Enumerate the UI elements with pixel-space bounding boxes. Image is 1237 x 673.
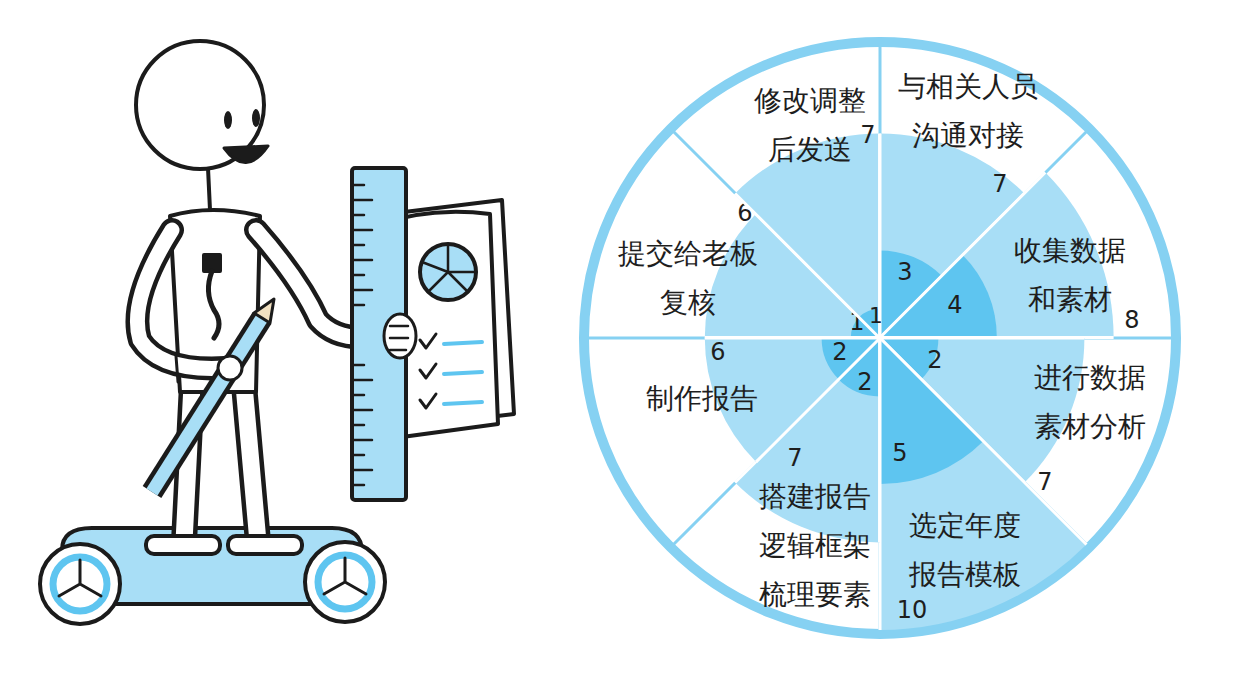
inner-score-number: 2 (832, 339, 847, 365)
eye (252, 109, 260, 127)
sector-divider (584, 337, 880, 340)
wheel-spokes (59, 560, 101, 596)
arm-outline (137, 230, 226, 368)
sector-label: 与相关人员 沟通对接 (890, 62, 1047, 160)
wedge-edge (705, 336, 880, 339)
inner-score-number: 2 (857, 369, 872, 395)
pencil-tip (254, 299, 274, 323)
paper-lines (444, 342, 482, 404)
wedge-edge (880, 337, 1084, 340)
sector-shape (578, 338, 880, 552)
wheel-sector: 制作报告 6 2 (578, 338, 880, 552)
wheel-rim (318, 555, 372, 609)
foot (228, 536, 302, 554)
wedge-edge (756, 338, 880, 462)
sector-divider (671, 338, 880, 547)
score-number: 7 (787, 445, 802, 471)
wheel-sector: 选定年度 报告模板10 5 (880, 338, 1094, 640)
sector-label: 收集数据 和素材 (1006, 226, 1135, 324)
paper-pie (420, 244, 476, 300)
sector-divider (879, 42, 882, 338)
inner-score-wedge (822, 338, 880, 379)
wheel-sector: 收集数据 和素材8 4 (880, 124, 1182, 338)
inner-score-number: 2 (927, 347, 942, 373)
inner-score-number: 5 (892, 440, 907, 466)
wheel-sector: 修改调整 后发送7 1 (666, 36, 880, 338)
score-number: 7 (1037, 469, 1052, 495)
sector-divider (879, 338, 882, 634)
wedge-edge (879, 338, 882, 630)
foot (146, 536, 220, 554)
mouth (224, 146, 268, 163)
sector-label: 修改调整 后发送 (746, 76, 875, 174)
hand (384, 314, 416, 358)
score-number: 7 (860, 122, 875, 148)
wedge-edge (705, 337, 880, 340)
inner-score-wedge (880, 338, 983, 484)
tie (208, 271, 219, 338)
sector-shape (666, 36, 880, 338)
wedge-edge (735, 193, 880, 338)
fingers (390, 326, 408, 350)
inner-score-number: 1 (869, 304, 883, 328)
score-number: 10 (897, 597, 928, 623)
sector-shape (880, 338, 1094, 640)
sector-divider (880, 337, 1176, 340)
score-wedge (880, 338, 1086, 630)
ruler-ticks (352, 185, 372, 485)
score-number: 8 (1124, 307, 1139, 333)
sector-label: 进行数据 素材分析 (1026, 353, 1155, 451)
wheel-rim (53, 557, 107, 611)
inner-score-wedge (880, 255, 997, 338)
hand (218, 356, 242, 380)
hoverboard-wheel (40, 544, 120, 624)
sector-label: 提交给老板 复核 (610, 229, 767, 327)
sector-label: 制作报告 (638, 374, 767, 423)
hoverboard-wheel (305, 542, 385, 622)
score-number: 7 (992, 171, 1007, 197)
pencil-outline (152, 318, 262, 492)
paper-checks (420, 334, 436, 408)
inner-score-number: 4 (947, 292, 962, 318)
eye (224, 111, 232, 129)
wheel-spokes (324, 558, 366, 594)
sleeve-cuff (176, 356, 178, 382)
pencil-body (152, 318, 262, 492)
neck (208, 168, 210, 210)
score-number: 6 (710, 339, 725, 365)
wedge-edge (878, 338, 881, 542)
wedge-edge (880, 336, 1114, 339)
sector-label: 选定年度 报告模板 (901, 501, 1030, 599)
pie-spokes (422, 244, 476, 292)
sector-label: 搭建报告 逻辑框架 梳理要素 (751, 472, 880, 619)
arm-fill (137, 230, 226, 368)
inner-score-number: 3 (897, 259, 912, 285)
wheel-ring (584, 42, 1176, 634)
